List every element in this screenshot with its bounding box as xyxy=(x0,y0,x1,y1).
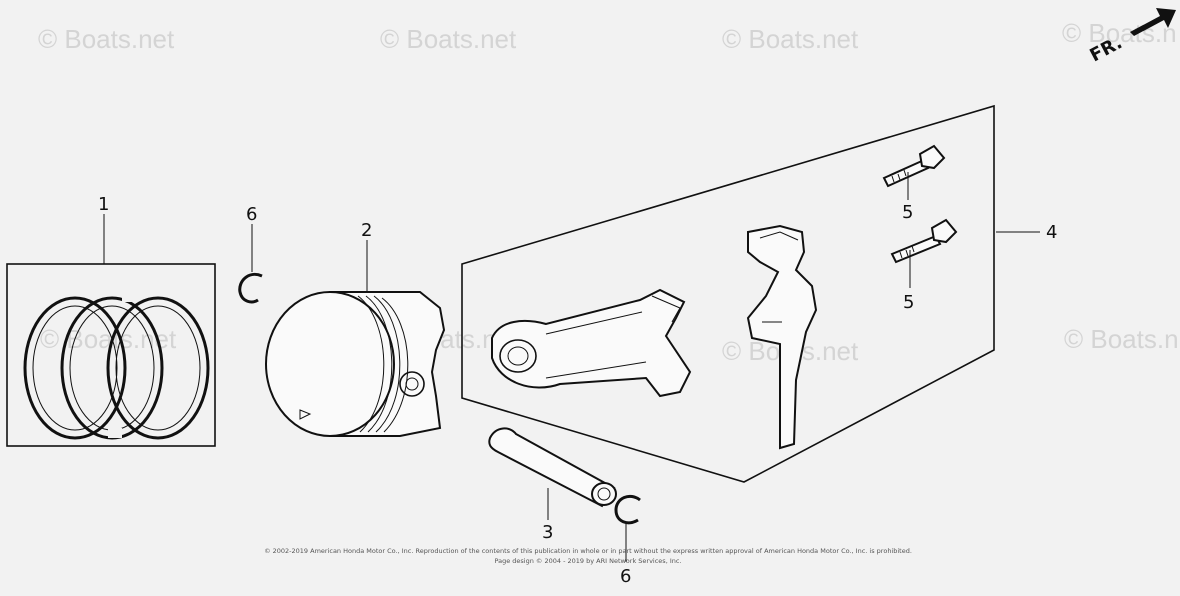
direction-arrow-icon xyxy=(1130,8,1176,36)
pin-clip-lower[interactable] xyxy=(614,494,641,525)
piston-direction-mark-icon xyxy=(299,409,312,420)
copyright-line: © 2002-2019 American Honda Motor Co., In… xyxy=(264,547,912,555)
pin-clip-upper[interactable] xyxy=(238,273,263,304)
connecting-rod[interactable] xyxy=(491,288,692,398)
watermark: © Boats.net xyxy=(722,24,859,54)
piston-ring-set[interactable] xyxy=(6,263,216,447)
rod-bolt-lower[interactable] xyxy=(890,218,958,264)
piston-pin[interactable] xyxy=(488,427,617,508)
callout-4[interactable]: 4 xyxy=(1046,222,1057,243)
callout-6[interactable]: 6 xyxy=(620,566,631,587)
piston[interactable] xyxy=(265,291,446,437)
ring-set-frame xyxy=(6,263,216,447)
connecting-rod-cap[interactable] xyxy=(746,224,818,450)
watermark: © Boats.net xyxy=(38,24,175,54)
callout-5[interactable]: 5 xyxy=(902,202,913,223)
callout-3[interactable]: 3 xyxy=(542,522,553,543)
watermark: © Boats.net xyxy=(380,24,517,54)
watermark: © Boats.n xyxy=(1064,324,1179,354)
callout-6[interactable]: 6 xyxy=(246,204,257,225)
callout-1[interactable]: 1 xyxy=(98,194,109,215)
callout-5[interactable]: 5 xyxy=(903,292,914,313)
connecting-rod-set-frame xyxy=(461,104,995,483)
rod-bolt-upper[interactable] xyxy=(882,144,946,188)
callout-2[interactable]: 2 xyxy=(361,220,372,241)
page-design-line: Page design © 2004 - 2019 by ARI Network… xyxy=(494,557,681,565)
